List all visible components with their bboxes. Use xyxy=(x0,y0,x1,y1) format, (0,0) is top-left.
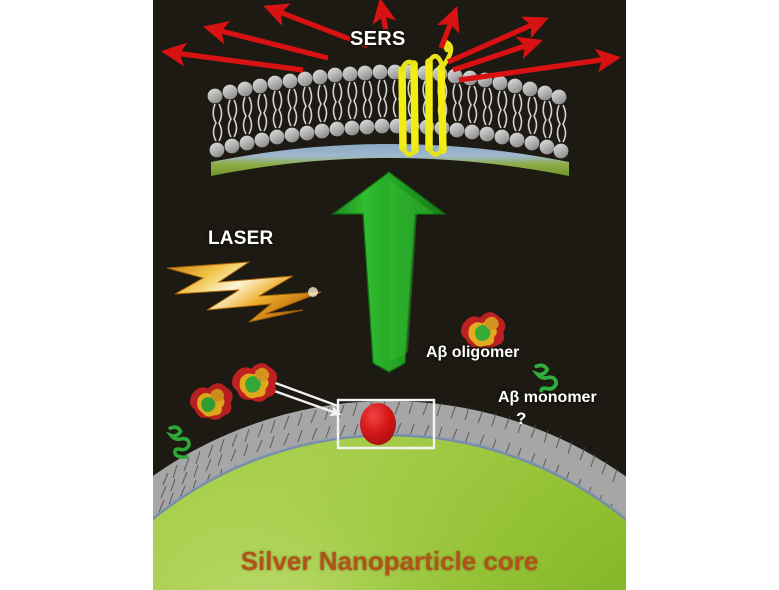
scientific-illustration: SERS LASER Aβ oligomer Aβ monomer ? Silv… xyxy=(153,0,626,590)
ab-monomer-squiggle xyxy=(165,425,191,460)
inner-leaflet-heads xyxy=(209,118,569,159)
ab-oligomer-cluster xyxy=(189,383,233,420)
laser-bolt-shape xyxy=(166,261,322,323)
scatter-arrow-right-1 xyxy=(437,6,460,49)
green-arrow-highlight xyxy=(389,180,435,362)
beta-barrel-pore xyxy=(398,39,454,157)
callout-box xyxy=(336,398,436,450)
excitation-arrow xyxy=(331,171,447,373)
core-highlight xyxy=(153,436,626,590)
membrane-support-surface xyxy=(211,144,569,176)
question-badge xyxy=(360,403,396,445)
illustration-canvas xyxy=(153,0,626,590)
laser-spark xyxy=(308,287,318,297)
scatter-arrow-up xyxy=(372,0,397,43)
ab-monomer-squiggle xyxy=(531,363,558,399)
scatter-arrow-left-3 xyxy=(263,3,369,49)
sers-scattered-arrows xyxy=(160,0,622,83)
interaction-callout xyxy=(336,398,436,450)
ab-oligomer-cluster xyxy=(460,312,506,351)
scatter-arrow-right-2 xyxy=(446,16,549,65)
ab-species-group xyxy=(165,312,558,460)
laser-bolt xyxy=(166,261,322,323)
scatter-arrow-left-2 xyxy=(202,20,329,61)
scatter-arrow-right-3 xyxy=(452,36,543,73)
lipid-tails xyxy=(212,79,567,143)
ab-oligomer-cluster xyxy=(232,363,278,402)
scatter-arrow-left-1 xyxy=(160,42,304,73)
pore-strands xyxy=(398,58,447,154)
lipid-bilayer-membrane xyxy=(207,64,569,176)
green-arrow-body xyxy=(331,171,447,373)
scatter-arrow-right-4 xyxy=(458,48,622,83)
